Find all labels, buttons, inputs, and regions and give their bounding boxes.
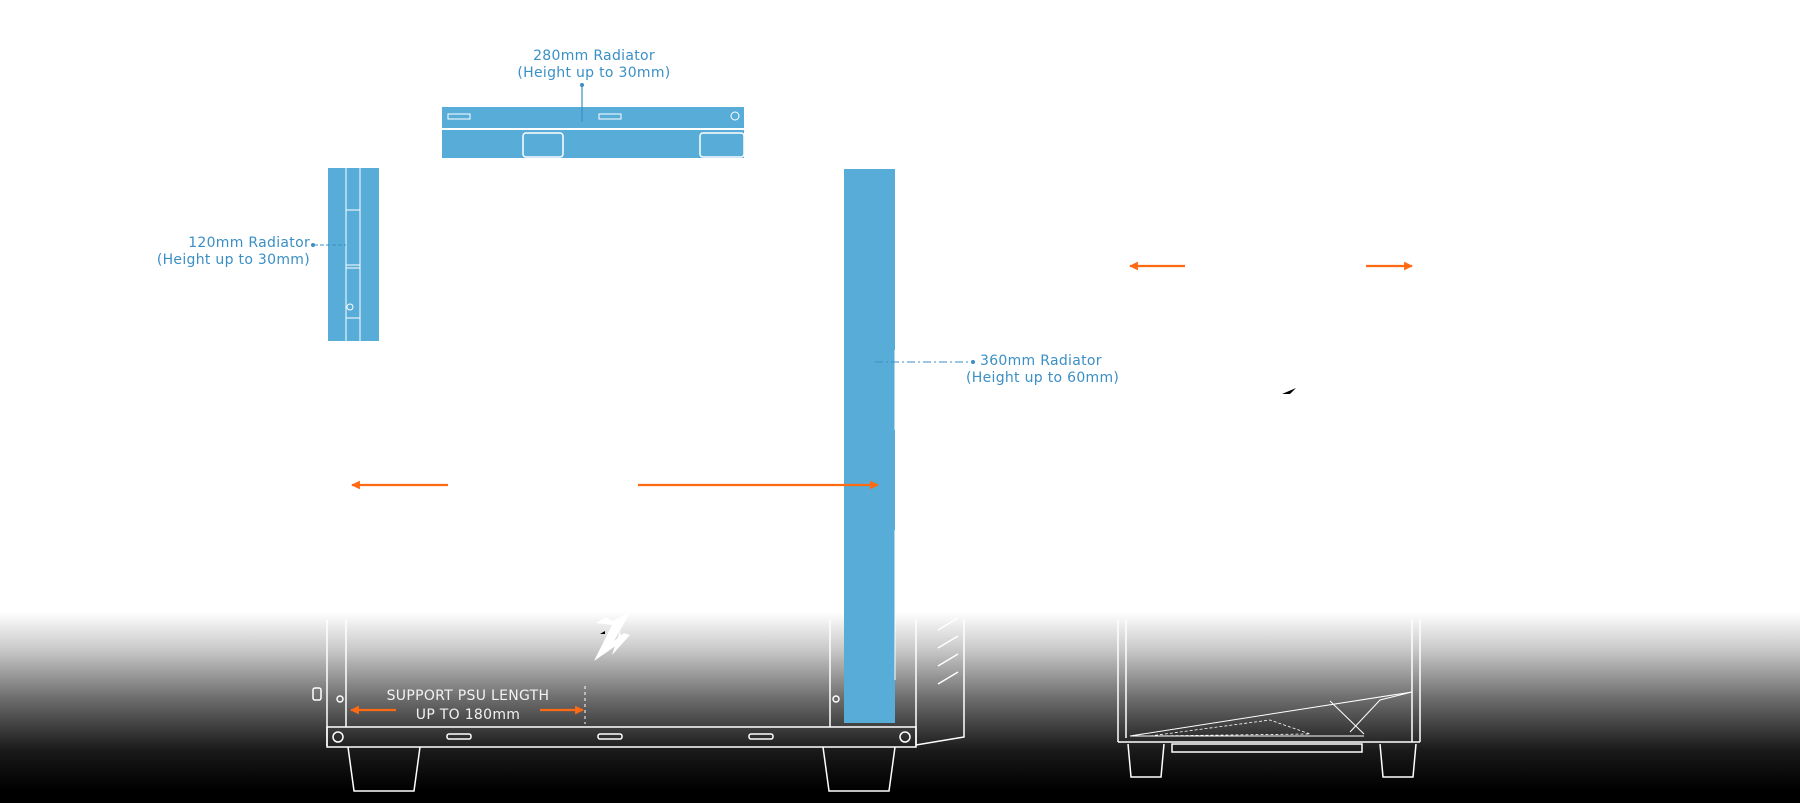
dimension-arrows — [350, 261, 1413, 715]
front-radiator-note: (Height up to 60mm) — [966, 370, 1120, 386]
top-radiator-title: 280mm Radiator — [533, 48, 655, 64]
front-radiator-360mm — [844, 169, 975, 723]
rear-radiator-120mm — [311, 168, 379, 341]
front-radiator-label: 360mm Radiator (Height up to 60mm) — [966, 353, 1126, 387]
top-radiator-280mm — [442, 83, 745, 158]
case-side-view-outline — [312, 617, 965, 792]
rear-radiator-note: (Height up to 30mm) — [156, 252, 310, 268]
rear-radiator-label: 120mm Radiator (Height up to 30mm) — [150, 235, 310, 269]
case-front-view-outline — [1117, 620, 1421, 778]
psu-label-line2: UP TO 180mm — [415, 707, 521, 723]
psu-label-line1: SUPPORT PSU LENGTH — [386, 688, 550, 704]
rear-radiator-title: 120mm Radiator — [188, 235, 310, 251]
psu-length-label: SUPPORT PSU LENGTH UP TO 180mm — [368, 687, 568, 725]
top-radiator-note: (Height up to 30mm) — [517, 65, 671, 81]
aorus-eagle-logo-icon — [594, 613, 630, 661]
front-radiator-title: 360mm Radiator — [980, 353, 1102, 369]
logo-fragment-icon — [1282, 388, 1296, 394]
top-radiator-label: 280mm Radiator (Height up to 30mm) — [514, 48, 674, 82]
